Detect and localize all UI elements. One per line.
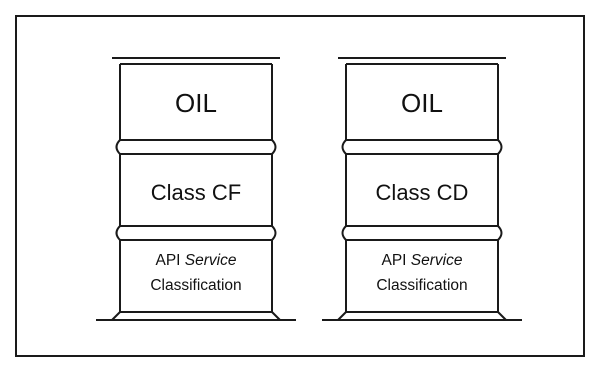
- drum-1-outline: [96, 57, 296, 321]
- oil-drum-1: OIL Class CF API Service Classification: [96, 57, 296, 321]
- drum-2-service-line2: Classification: [376, 277, 467, 294]
- figure-frame: [15, 15, 585, 357]
- drum-2-oil-label: OIL: [401, 88, 443, 118]
- drum-2-service-line1: API Service: [382, 252, 463, 269]
- oil-drum-2: OIL Class CD API Service Classification: [322, 57, 522, 321]
- drum-2-class-label: Class CD: [376, 180, 469, 205]
- drum-2-service-emph: Service: [411, 252, 463, 269]
- drum-2-outline: [322, 57, 522, 321]
- drum-1-service-emph: Service: [185, 252, 237, 269]
- drum-1-service-line1: API Service: [156, 252, 237, 269]
- drum-2-service-prefix: API: [382, 252, 411, 269]
- drum-1-class-label: Class CF: [151, 180, 241, 205]
- drum-1-oil-label: OIL: [175, 88, 217, 118]
- drum-1-service-line2: Classification: [150, 277, 241, 294]
- drum-1-service-prefix: API: [156, 252, 185, 269]
